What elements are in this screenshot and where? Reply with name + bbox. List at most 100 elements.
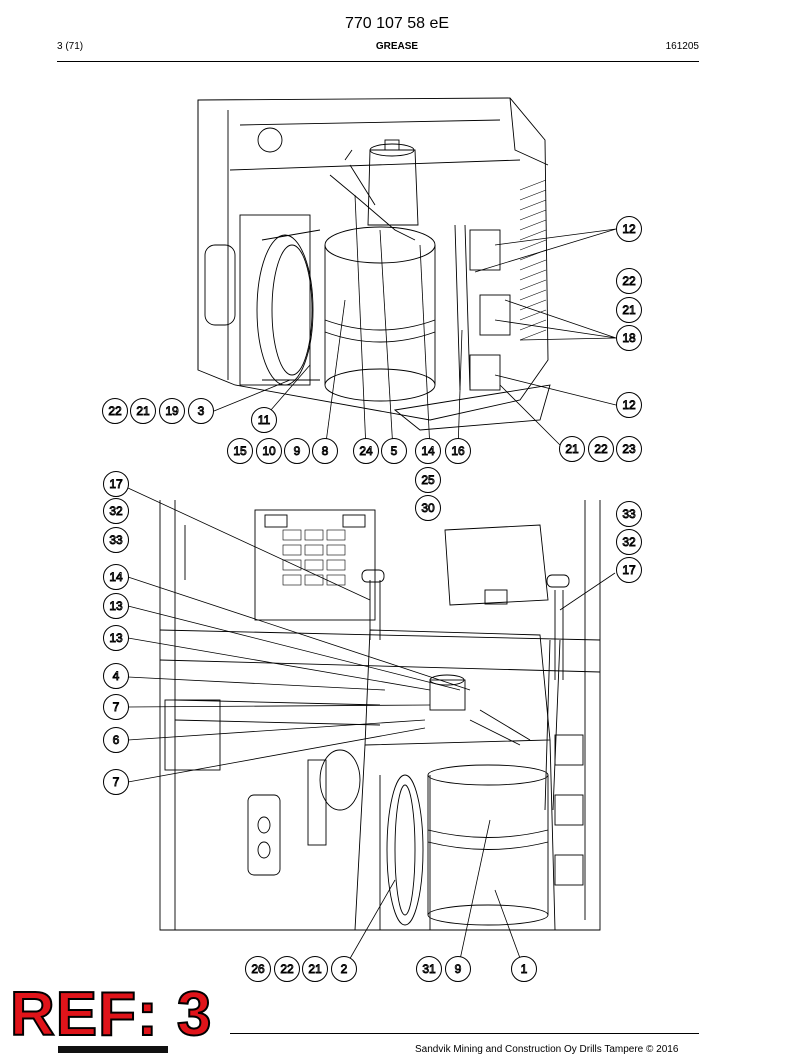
callout-label: 2 [341, 962, 348, 976]
callout-9b: 9 [445, 956, 471, 982]
callout-label: 17 [622, 563, 636, 577]
callout-label: 31 [422, 962, 436, 976]
callout-32b: 32 [616, 529, 642, 555]
callout-12b: 12 [616, 392, 642, 418]
callout-label: 1 [521, 962, 528, 976]
callout-1: 1 [511, 956, 537, 982]
callout-label: 7 [113, 775, 120, 789]
callout-7b: 7 [103, 769, 129, 795]
callout-label: 4 [113, 669, 120, 683]
page-number: 3 (71) [57, 41, 84, 52]
bottom-assembly-view [159, 500, 601, 931]
section-title: GREASE [375, 41, 419, 52]
callout-label: 10 [262, 444, 276, 458]
header-rule [57, 61, 699, 62]
callout-label: 32 [622, 535, 636, 549]
callouts-top: 12 22 21 18 12 22 21 19 3 11 15 10 9 8 2… [102, 216, 642, 521]
callout-14a: 14 [415, 438, 441, 464]
callout-label: 7 [113, 700, 120, 714]
callout-label: 19 [165, 404, 179, 418]
callouts-bottom: 17 32 33 14 13 13 4 7 6 7 33 32 17 26 22… [103, 471, 642, 982]
callout-14b: 14 [103, 564, 129, 590]
callout-label: 22 [108, 404, 122, 418]
callout-label: 8 [322, 444, 329, 458]
callout-label: 32 [109, 504, 123, 518]
callout-25: 25 [415, 467, 441, 493]
callout-5: 5 [381, 438, 407, 464]
callout-label: 21 [136, 404, 150, 418]
callout-33b: 33 [616, 501, 642, 527]
callout-label: 17 [109, 477, 123, 491]
callout-label: 33 [109, 533, 123, 547]
callout-label: 25 [421, 473, 435, 487]
callout-label: 13 [109, 631, 123, 645]
callout-label: 14 [421, 444, 435, 458]
footer-rule [230, 1033, 699, 1034]
callout-label: 24 [359, 444, 373, 458]
callout-4: 4 [103, 663, 129, 689]
callout-17a: 17 [103, 471, 129, 497]
date-code: 161205 [665, 41, 699, 52]
callout-33a: 33 [103, 527, 129, 553]
callout-21b: 21 [130, 398, 156, 424]
callout-18: 18 [616, 325, 642, 351]
callout-31: 31 [416, 956, 442, 982]
ref-stamp: REF: 3 [9, 980, 213, 1049]
callout-label: 13 [109, 599, 123, 613]
callout-label: 16 [451, 444, 465, 458]
callout-22a: 22 [616, 268, 642, 294]
callout-24: 24 [353, 438, 379, 464]
callout-10: 10 [256, 438, 282, 464]
callout-label: 22 [594, 442, 608, 456]
callout-9a: 9 [284, 438, 310, 464]
callout-2: 2 [331, 956, 357, 982]
callout-label: 9 [294, 444, 301, 458]
callout-label: 3 [198, 404, 205, 418]
callout-label: 5 [391, 444, 398, 458]
callout-label: 12 [622, 222, 636, 236]
callout-label: 9 [455, 962, 462, 976]
callout-label: 22 [622, 274, 636, 288]
copyright-text: Sandvik Mining and Construction Oy Drill… [415, 1044, 679, 1055]
callout-13a: 13 [103, 593, 129, 619]
callout-6: 6 [103, 727, 129, 753]
callout-12a: 12 [616, 216, 642, 242]
callout-label: 22 [280, 962, 294, 976]
callout-23: 23 [616, 436, 642, 462]
callout-21d: 21 [302, 956, 328, 982]
callout-label: 6 [113, 733, 120, 747]
callout-21a: 21 [616, 297, 642, 323]
callout-21c: 21 [559, 436, 585, 462]
top-assembly-view [197, 97, 551, 431]
callout-26: 26 [245, 956, 271, 982]
callout-19: 19 [159, 398, 185, 424]
callout-17b: 17 [616, 557, 642, 583]
callout-11: 11 [251, 407, 277, 433]
callout-7a: 7 [103, 694, 129, 720]
callout-3: 3 [188, 398, 214, 424]
callout-22b: 22 [102, 398, 128, 424]
callout-13b: 13 [103, 625, 129, 651]
callout-30: 30 [415, 495, 441, 521]
document-number: 770 107 58 eE [344, 15, 450, 32]
callout-label: 14 [109, 570, 123, 584]
callout-22d: 22 [274, 956, 300, 982]
callout-label: 15 [233, 444, 247, 458]
callout-16: 16 [445, 438, 471, 464]
callout-label: 23 [622, 442, 636, 456]
callout-32a: 32 [103, 498, 129, 524]
leader-lines [127, 194, 617, 970]
callout-label: 33 [622, 507, 636, 521]
callout-label: 21 [308, 962, 322, 976]
callout-15: 15 [227, 438, 253, 464]
callout-label: 21 [622, 303, 636, 317]
callout-label: 18 [622, 331, 636, 345]
callout-label: 11 [258, 413, 271, 427]
sandvik-logo [58, 1046, 168, 1053]
callout-label: 12 [622, 398, 636, 412]
callout-label: 30 [421, 501, 435, 515]
callout-8: 8 [312, 438, 338, 464]
callout-label: 26 [251, 962, 265, 976]
callout-label: 21 [565, 442, 579, 456]
